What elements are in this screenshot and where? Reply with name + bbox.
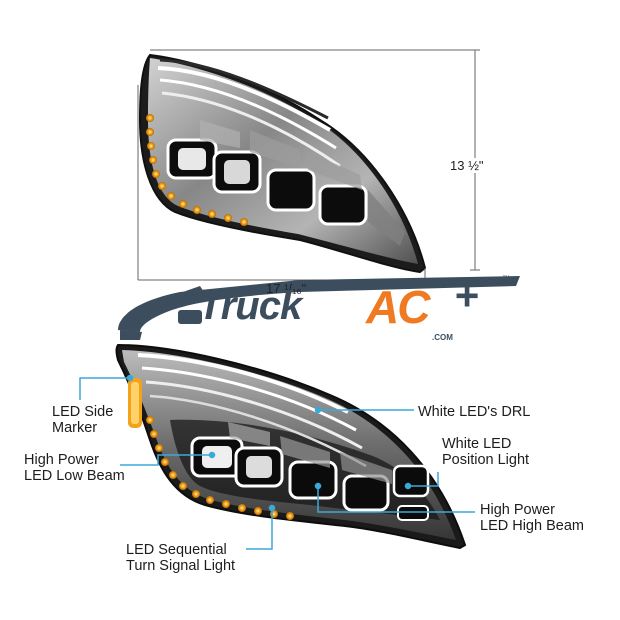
- height-dimension-label: 13 ½": [448, 158, 486, 173]
- logo-word-ac: AC: [366, 281, 430, 333]
- callout-position-light-line2: Position Light: [442, 452, 530, 468]
- callout-turn-signal-line2: Turn Signal Light: [126, 558, 236, 574]
- bottom-headlight: [115, 343, 467, 550]
- callout-low-beam-line1: High Power: [24, 452, 99, 468]
- bottom-side-marker: [128, 378, 142, 428]
- callout-turn-signal-line1: LED Sequential: [126, 542, 227, 558]
- callout-low-beam: High Power LED Low Beam: [24, 452, 125, 484]
- callout-position-light-line1: White LED: [442, 436, 512, 452]
- callout-drl: White LED's DRL: [418, 404, 530, 420]
- callout-high-beam-line2: LED High Beam: [480, 518, 584, 534]
- logo-trademark: ™: [502, 274, 510, 283]
- logo-plus: +: [454, 272, 479, 319]
- logo-domain: .COM: [432, 333, 453, 342]
- truckac-logo: [118, 276, 520, 340]
- bottom-turn-signal-leds: [146, 416, 294, 520]
- callout-side-marker: LED Side Marker: [52, 404, 113, 436]
- top-projector-lenses: [166, 138, 368, 226]
- callout-drl-line1: White LED's DRL: [418, 404, 531, 420]
- callout-side-marker-line2: Marker: [52, 420, 98, 436]
- top-turn-signal-leds: [146, 114, 248, 226]
- top-headlight: [138, 53, 427, 274]
- logo-word-truck: Truck: [198, 284, 302, 328]
- callout-position-light: White LED Position Light: [442, 436, 529, 468]
- callout-high-beam-line1: High Power: [480, 502, 555, 518]
- bottom-projector-lenses: [190, 436, 430, 521]
- callout-low-beam-line2: LED Low Beam: [24, 468, 125, 484]
- callout-side-marker-line1: LED Side: [52, 404, 114, 420]
- width-dimension-label: 17 ¹/₁₆": [266, 281, 307, 296]
- callout-lines: [79, 374, 475, 550]
- callout-turn-signal: LED Sequential Turn Signal Light: [126, 542, 235, 574]
- callout-high-beam: High Power LED High Beam: [480, 502, 584, 534]
